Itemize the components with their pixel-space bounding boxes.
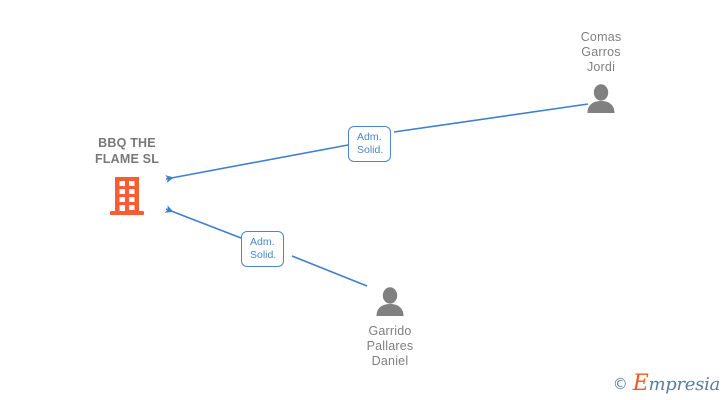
edge-line-garrido-pallares-daniel-tail [164,205,242,239]
person-node-comas-garros-jordi[interactable]: Comas Garros Jordi [546,30,656,113]
brand-rest: mpresia [648,374,721,395]
person-icon-wrap [546,81,656,113]
person-node-label: Comas Garros Jordi [580,30,622,74]
empresia-watermark: © Empresia [612,371,721,396]
company-node-label: BBQ THE FLAME SL [94,136,160,166]
building-icon [110,177,144,215]
person-icon-wrap [335,284,445,316]
person-icon [587,84,615,113]
empresia-brand-text: Empresia [632,371,721,396]
company-node[interactable]: BBQ THE FLAME SL [66,136,188,217]
edge-label-adm-solid-comas[interactable]: Adm. Solid. [348,126,392,162]
person-icon [376,287,404,316]
edge-line-comas-garros-jordi-tail [165,144,349,183]
person-node-garrido-pallares-daniel[interactable]: Garrido Pallares Daniel [335,284,445,369]
company-icon-wrap [66,175,188,217]
copyright-icon: © [612,374,628,393]
edge-label-adm-solid-garrido[interactable]: Adm. Solid. [241,231,285,267]
brand-initial: E [632,371,649,396]
person-node-label: Garrido Pallares Daniel [366,324,414,368]
edge-line-garrido-pallares-daniel [291,255,368,287]
edge-line-comas-garros-jordi [393,103,589,133]
